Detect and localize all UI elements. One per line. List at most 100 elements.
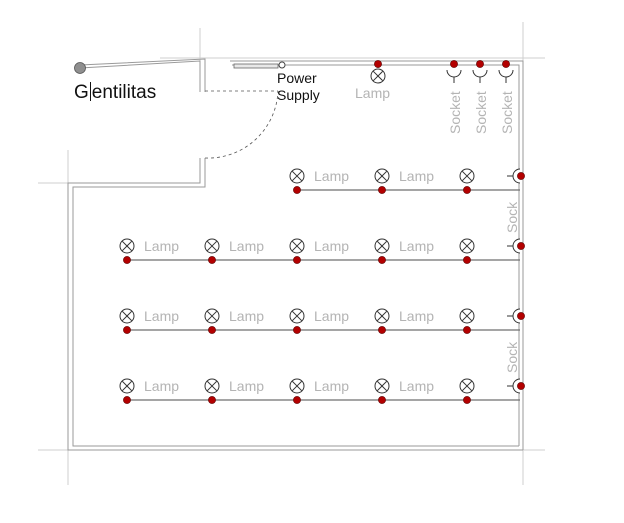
connection-node[interactable] xyxy=(378,256,386,264)
socket-label: Sock xyxy=(504,201,520,233)
connection-node[interactable] xyxy=(123,256,131,264)
connection-node[interactable] xyxy=(378,186,386,194)
connection-node[interactable] xyxy=(463,396,471,404)
connection-node[interactable] xyxy=(450,60,458,68)
room-title-prefix: G xyxy=(74,82,89,103)
lamp-icon-cross xyxy=(206,240,218,252)
lamp-icon-cross xyxy=(376,240,388,252)
lamp-fixture[interactable]: Lamp xyxy=(119,238,179,254)
socket-fixture[interactable] xyxy=(472,69,488,83)
lamp-fixture[interactable]: Lamp xyxy=(289,168,349,184)
lamp-label: Lamp xyxy=(229,378,264,394)
connection-node[interactable] xyxy=(476,60,484,68)
lamp-label: Lamp xyxy=(229,238,264,254)
connection-node[interactable] xyxy=(123,396,131,404)
lamp-fixture[interactable] xyxy=(459,308,475,324)
connection-node[interactable] xyxy=(517,312,525,320)
lamp-fixture[interactable]: Lamp xyxy=(289,238,349,254)
lamp-icon-cross xyxy=(291,240,303,252)
connection-node[interactable] xyxy=(502,60,510,68)
connection-node[interactable] xyxy=(208,326,216,334)
connection-node[interactable] xyxy=(463,186,471,194)
socket-label: Sock xyxy=(504,341,520,373)
lamp-label: Lamp xyxy=(314,308,349,324)
connection-node[interactable] xyxy=(293,396,301,404)
socket-fixture[interactable] xyxy=(446,69,462,83)
lamp-label: Lamp xyxy=(399,308,434,324)
socket-icon xyxy=(498,69,514,78)
lamp-icon-cross xyxy=(376,170,388,182)
socket-icon xyxy=(472,69,488,78)
connection-node[interactable] xyxy=(293,256,301,264)
lamp-icon-cross xyxy=(121,240,133,252)
lamp-fixture[interactable]: Lamp xyxy=(204,238,264,254)
wall-segment xyxy=(67,158,523,451)
lamp-fixture[interactable] xyxy=(459,378,475,394)
connection-node[interactable] xyxy=(517,242,525,250)
lamp-fixture[interactable]: Lamp xyxy=(374,238,434,254)
lamp-icon-cross xyxy=(206,380,218,392)
lamp-label: Lamp xyxy=(144,378,179,394)
lamp-icon-cross xyxy=(461,380,473,392)
connection-node[interactable] xyxy=(208,256,216,264)
lamp-fixture[interactable]: Lamp xyxy=(374,168,434,184)
power-supply-label-line2: Supply xyxy=(277,87,320,103)
connection-node[interactable] xyxy=(293,186,301,194)
lamp-label: Lamp xyxy=(144,308,179,324)
lamp-label: Lamp xyxy=(355,85,390,101)
lamp-icon-cross xyxy=(376,380,388,392)
power-supply[interactable] xyxy=(233,61,286,69)
connection-node[interactable] xyxy=(123,326,131,334)
lamp-icon-cross xyxy=(206,310,218,322)
lamp-icon-cross xyxy=(291,170,303,182)
lamp-icon-cross xyxy=(461,170,473,182)
lamp-fixture[interactable]: Lamp xyxy=(119,308,179,324)
socket-fixture[interactable] xyxy=(507,308,521,324)
connection-node[interactable] xyxy=(293,326,301,334)
lamp-fixture[interactable]: Lamp xyxy=(289,378,349,394)
lamp-label: Lamp xyxy=(144,238,179,254)
lamp-fixture[interactable] xyxy=(459,238,475,254)
lamp-label: Lamp xyxy=(314,238,349,254)
lamp-fixture[interactable]: Lamp xyxy=(204,308,264,324)
lamp-fixture[interactable]: Lamp xyxy=(119,378,179,394)
wiring xyxy=(127,64,520,401)
lamp-icon-cross xyxy=(376,310,388,322)
socket-fixture[interactable] xyxy=(507,168,521,184)
connection-node[interactable] xyxy=(378,326,386,334)
socket-icon xyxy=(446,69,462,78)
connection-node[interactable] xyxy=(378,396,386,404)
lamp-fixture[interactable]: Lamp xyxy=(374,308,434,324)
wall-segment xyxy=(230,60,524,450)
door-swing xyxy=(204,90,279,159)
room-title-suffix: entilitas xyxy=(91,82,157,103)
connection-node[interactable] xyxy=(517,172,525,180)
wall-segment xyxy=(72,158,519,447)
lamp-fixture[interactable]: Lamp xyxy=(289,308,349,324)
lamp-label: Lamp xyxy=(399,238,434,254)
power-supply-terminal xyxy=(278,61,286,69)
lamp-icon-cross xyxy=(121,310,133,322)
room-anchor-point[interactable] xyxy=(74,62,86,74)
socket-fixture[interactable] xyxy=(507,238,521,254)
socket-fixture[interactable] xyxy=(498,69,514,83)
lamp-label: Lamp xyxy=(314,378,349,394)
lamp-label: Lamp xyxy=(314,168,349,184)
lamp-fixture[interactable]: Lamp xyxy=(204,378,264,394)
connection-node[interactable] xyxy=(517,382,525,390)
lamp-fixture[interactable] xyxy=(459,168,475,184)
text-cursor xyxy=(89,82,91,101)
connection-node[interactable] xyxy=(463,326,471,334)
lamp-fixture[interactable]: Lamp xyxy=(374,378,434,394)
lamp-fixture[interactable] xyxy=(370,68,386,84)
lamp-icon-cross xyxy=(291,310,303,322)
connection-node[interactable] xyxy=(208,396,216,404)
connection-node[interactable] xyxy=(463,256,471,264)
lamp-icon-cross xyxy=(461,310,473,322)
connection-node[interactable] xyxy=(374,60,382,68)
socket-fixture[interactable] xyxy=(507,378,521,394)
